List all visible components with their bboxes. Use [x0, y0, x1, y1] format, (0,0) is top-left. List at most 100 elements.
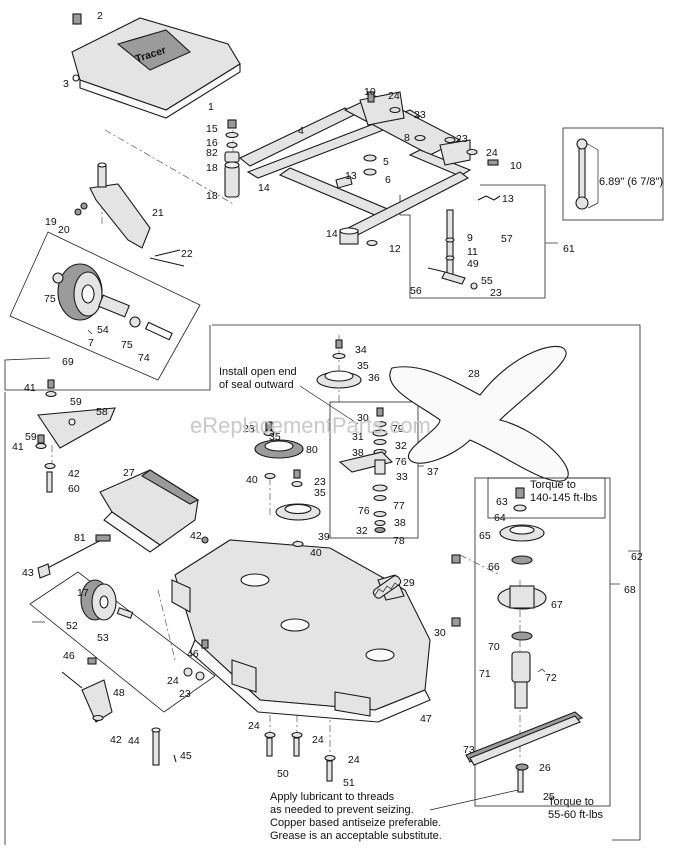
- caster-spindle-parts: [224, 119, 378, 247]
- svg-text:140-145 ft-lbs: 140-145 ft-lbs: [530, 492, 598, 504]
- callout-41: 41: [24, 382, 36, 394]
- callout-19: 19: [45, 216, 57, 228]
- callout-3: 3: [63, 78, 69, 90]
- svg-text:Grease is an acceptable substi: Grease is an acceptable substitute.: [270, 830, 442, 842]
- frame-dimension: [562, 127, 664, 221]
- callout-63: 63: [496, 496, 508, 508]
- idler-spring: [372, 575, 402, 599]
- callout-71: 71: [479, 668, 491, 680]
- group-frames: [4, 127, 664, 845]
- caster-wheel: [52, 263, 173, 341]
- callout-18: 18: [206, 190, 218, 202]
- callout-24: 24: [486, 147, 498, 159]
- note-torque-upper: Torque to 140-145 ft-lbs: [487, 477, 606, 519]
- callout-62: 62: [631, 551, 643, 563]
- callout-80: 80: [306, 444, 318, 456]
- callout-35: 35: [269, 431, 281, 443]
- center-pulleys: [254, 421, 321, 548]
- callout-65: 65: [479, 530, 491, 542]
- callout-32: 32: [395, 440, 407, 452]
- svg-text:Apply lubricant to threads: Apply lubricant to threads: [270, 791, 395, 803]
- callout-4: 4: [298, 125, 304, 137]
- lubricant-line: Apply lubricant to threads: [270, 791, 395, 803]
- callout-69: 69: [62, 356, 74, 368]
- callout-labels: 1234567891010111213131414151617181819202…: [12, 10, 643, 803]
- callout-33: 33: [396, 471, 408, 483]
- dimension-label: 6.89" (6 7/8"): [599, 176, 663, 188]
- svg-text:Torque to: Torque to: [548, 796, 594, 808]
- callout-24: 24: [312, 734, 324, 746]
- callout-25: 25: [543, 791, 555, 803]
- callout-50: 50: [277, 768, 289, 780]
- lubricant-line: Grease is an acceptable substitute.: [270, 830, 442, 842]
- spindle-assembly: [451, 487, 584, 793]
- callout-66: 66: [488, 561, 500, 573]
- callout-22: 22: [181, 248, 193, 260]
- lower-bolts: [151, 727, 336, 782]
- callout-59: 59: [70, 396, 82, 408]
- callout-74: 74: [138, 352, 150, 364]
- callout-79: 79: [392, 423, 404, 435]
- callout-15: 15: [206, 123, 218, 135]
- callout-67: 67: [551, 599, 563, 611]
- callout-20: 20: [58, 224, 70, 236]
- callout-42: 42: [110, 734, 122, 746]
- callout-14: 14: [258, 182, 270, 194]
- callout-12: 12: [389, 243, 401, 255]
- callout-59: 59: [25, 431, 37, 443]
- callout-38: 38: [352, 447, 364, 459]
- callout-42: 42: [190, 530, 202, 542]
- callout-75: 75: [121, 339, 133, 351]
- callout-76: 76: [395, 456, 407, 468]
- callout-32: 32: [356, 525, 368, 537]
- callout-52: 52: [66, 620, 78, 632]
- frame-37: [329, 401, 419, 539]
- callout-51: 51: [343, 777, 355, 789]
- idler-assembly: [338, 407, 394, 534]
- callout-78: 78: [393, 535, 405, 547]
- callout-60: 60: [68, 483, 80, 495]
- callout-17: 17: [77, 587, 89, 599]
- callout-61: 61: [563, 243, 575, 255]
- callout-24: 24: [348, 754, 360, 766]
- callout-46: 46: [187, 648, 199, 660]
- callout-9: 9: [467, 232, 473, 244]
- torque-lower-line: 55-60 ft-lbs: [548, 809, 604, 821]
- callout-54: 54: [97, 324, 109, 336]
- frame-deck-area: [4, 325, 211, 391]
- callout-43: 43: [22, 567, 34, 579]
- callout-46: 46: [63, 650, 75, 662]
- callout-18: 18: [206, 162, 218, 174]
- callout-24: 24: [388, 90, 400, 102]
- callout-10: 10: [364, 86, 376, 98]
- callout-38: 38: [394, 517, 406, 529]
- bracket-58: [35, 379, 116, 493]
- callout-13: 13: [345, 170, 357, 182]
- callout-37: 37: [427, 466, 439, 478]
- svg-text:Torque to: Torque to: [530, 479, 576, 491]
- callout-21: 21: [152, 207, 164, 219]
- callout-55: 55: [481, 275, 493, 287]
- engine-pulley: [316, 339, 362, 389]
- chute-rod: [37, 534, 111, 579]
- callout-76: 76: [358, 505, 370, 517]
- svg-text:as needed to prevent seizing.: as needed to prevent seizing.: [270, 804, 414, 816]
- callout-16: 16: [206, 137, 218, 149]
- torque-upper-line: 140-145 ft-lbs: [530, 492, 598, 504]
- frame-61: [399, 184, 546, 299]
- callout-11: 11: [467, 246, 478, 258]
- callout-35: 35: [357, 360, 369, 372]
- discharge-chute: [99, 469, 200, 553]
- callout-56: 56: [410, 285, 422, 297]
- callout-77: 77: [393, 500, 405, 512]
- callout-70: 70: [488, 641, 500, 653]
- callout-23: 23: [243, 423, 255, 435]
- callout-58: 58: [96, 406, 108, 418]
- callout-34: 34: [355, 344, 367, 356]
- callout-41: 41: [12, 441, 24, 453]
- callout-23: 23: [314, 476, 326, 488]
- callout-44: 44: [128, 735, 140, 747]
- callout-23: 23: [490, 287, 502, 299]
- callout-23: 23: [456, 133, 468, 145]
- callout-48: 48: [113, 687, 125, 699]
